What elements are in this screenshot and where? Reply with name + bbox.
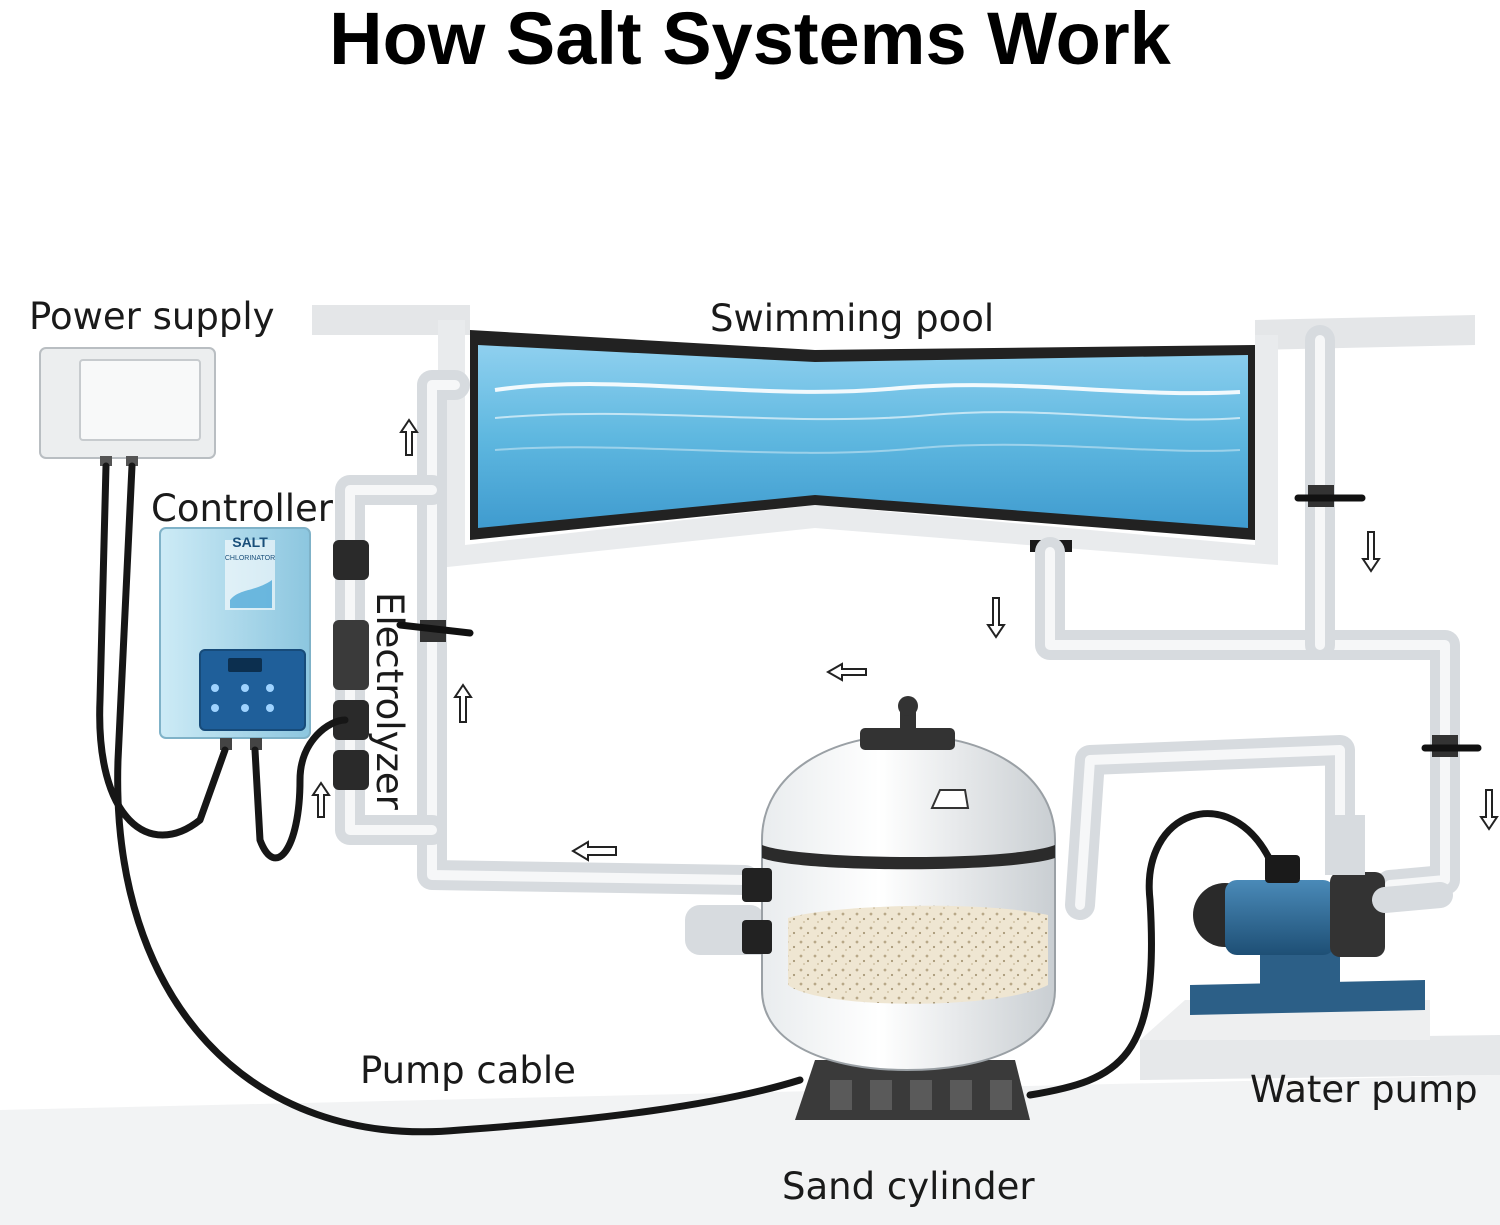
sand-cylinder — [742, 696, 1056, 1120]
label-electrolyzer: Electrolyzer — [368, 592, 411, 811]
label-water-pump: Water pump — [1250, 1068, 1478, 1111]
label-controller: Controller — [151, 487, 334, 530]
cables — [96, 462, 1274, 1136]
floor — [0, 1000, 1500, 1225]
controller-brand: SALT — [232, 534, 268, 550]
valve-right-bottom — [1421, 735, 1482, 757]
diagram-title: How Salt Systems Work — [329, 0, 1171, 80]
arrow-up-1 — [399, 418, 419, 456]
arrow-up-2 — [453, 683, 473, 723]
arrow-down-2 — [1361, 531, 1381, 573]
label-sand-cylinder: Sand cylinder — [782, 1165, 1035, 1208]
controller-unit: SALT CHLORINATOR — [159, 527, 311, 750]
electrolyzer-cell — [333, 540, 369, 790]
power-supply-box — [39, 347, 216, 466]
pool-water — [478, 345, 1248, 528]
valve-right-top — [1294, 485, 1366, 507]
label-swimming-pool: Swimming pool — [710, 297, 994, 340]
water-pump — [1190, 815, 1453, 1015]
arrow-left-1 — [825, 662, 867, 682]
swimming-pool — [438, 320, 1278, 568]
label-pump-cable: Pump cable — [360, 1049, 576, 1092]
flow-arrows — [311, 418, 1499, 862]
arrow-down-1 — [986, 597, 1006, 639]
arrow-up-3 — [311, 781, 331, 818]
arrow-down-3 — [1479, 789, 1499, 831]
valve-left — [396, 620, 474, 642]
label-power-supply: Power supply — [29, 295, 275, 338]
controller-subbrand: CHLORINATOR — [225, 555, 275, 562]
arrow-left-2 — [571, 840, 617, 862]
pump-cable-line — [1026, 810, 1274, 1099]
